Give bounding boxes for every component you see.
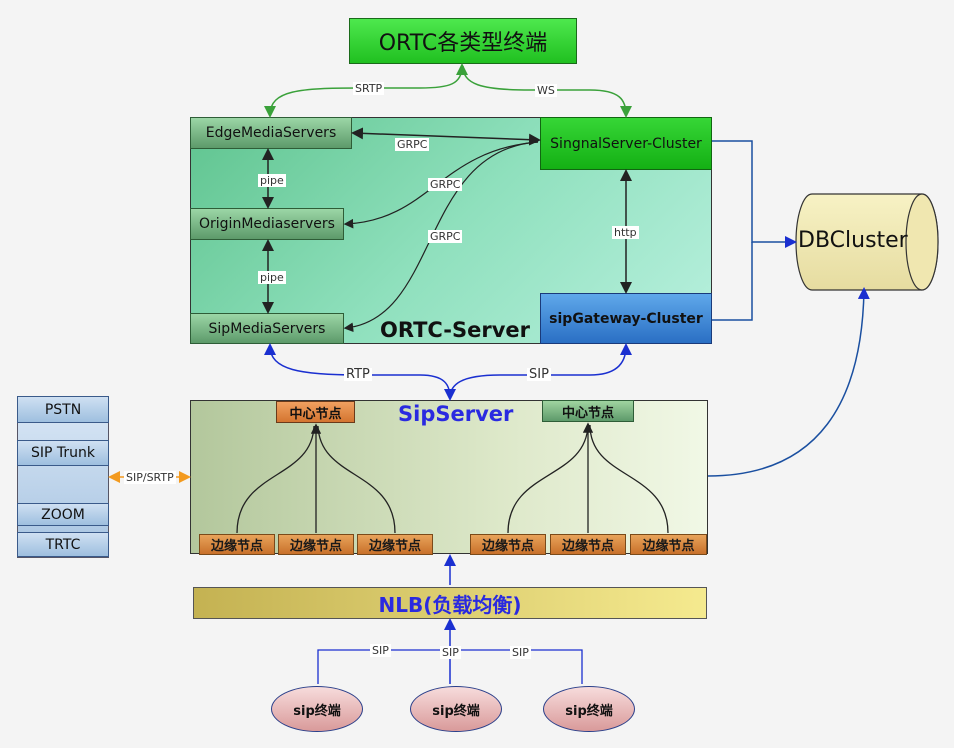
- sip-terminal-2: sip终端: [410, 686, 502, 732]
- label-sip-a: SIP: [370, 644, 391, 657]
- signal-server-cluster: SingnalServer-Cluster: [540, 117, 712, 170]
- label-http: http: [612, 226, 639, 239]
- db-cluster-cylinder: [795, 193, 939, 291]
- label-rtp: RTP: [344, 367, 372, 382]
- sip-server-title: SipServer: [398, 402, 514, 426]
- origin-media-servers: OriginMediaservers: [190, 208, 344, 240]
- label-sip-srtp: SIP/SRTP: [124, 471, 176, 484]
- ortc-terminals-box: ORTC各类型终端: [349, 18, 577, 64]
- sip-gateway-cluster: sipGateway-Cluster: [540, 293, 712, 344]
- label-pipe-2: pipe: [258, 271, 286, 284]
- label-sip-b: SIP: [440, 646, 461, 659]
- center-node-left: 中心节点: [276, 401, 355, 423]
- ortc-server-title: ORTC-Server: [380, 318, 531, 342]
- label-ws: WS: [535, 84, 557, 97]
- edge-node-2: 边缘节点: [278, 534, 354, 555]
- label-grpc-1: GRPC: [395, 138, 430, 151]
- zoom-item: ZOOM: [17, 503, 109, 526]
- sip-media-servers: SipMediaServers: [190, 313, 344, 344]
- edge-media-servers: EdgeMediaServers: [190, 117, 352, 149]
- sip-terminal-1: sip终端: [271, 686, 363, 732]
- edge-node-1: 边缘节点: [199, 534, 275, 555]
- nlb-load-balancer: NLB(负载均衡): [193, 587, 707, 619]
- label-sip: SIP: [527, 367, 551, 382]
- sip-trunk-item: SIP Trunk: [17, 440, 109, 466]
- label-grpc-2: GRPC: [428, 178, 463, 191]
- sip-terminal-3: sip终端: [543, 686, 635, 732]
- label-sip-c: SIP: [510, 646, 531, 659]
- trtc-item: TRTC: [17, 532, 109, 557]
- label-srtp: SRTP: [353, 82, 385, 95]
- edge-node-5: 边缘节点: [550, 534, 626, 555]
- edge-node-3: 边缘节点: [357, 534, 433, 555]
- label-pipe-1: pipe: [258, 174, 286, 187]
- center-node-right: 中心节点: [542, 400, 634, 422]
- db-cluster-label: DBCluster: [798, 228, 908, 253]
- label-grpc-3: GRPC: [428, 230, 463, 243]
- edge-node-4: 边缘节点: [470, 534, 546, 555]
- edge-node-6: 边缘节点: [630, 534, 707, 555]
- pstn-item: PSTN: [17, 396, 109, 423]
